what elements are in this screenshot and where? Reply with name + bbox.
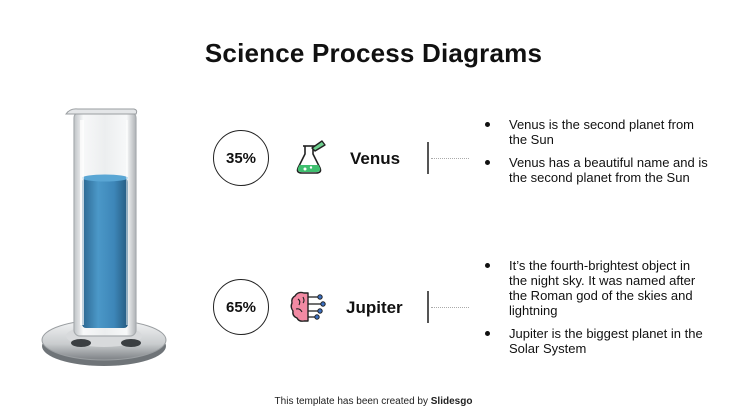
flask-icon [296,140,326,174]
list-item: It’s the fourth-brightest object in the … [483,258,708,318]
page-title: Science Process Diagrams [204,38,543,68]
item-label: Jupiter [346,298,403,317]
venus-bullet-list: Venus is the second planet from the Sun … [483,117,708,193]
dotted-connector [431,158,469,159]
separator-line [427,291,429,323]
jupiter-bullet-list: It’s the fourth-brightest object in the … [483,258,708,364]
brain-circuit-icon [290,291,326,322]
graduated-cylinder-illustration [41,108,167,366]
footer-text: This template has been created by [274,396,428,407]
percent-circle: 35% [213,130,269,186]
list-item: Jupiter is the biggest planet in the Sol… [483,326,708,356]
footer-credit: This template has been created by Slides… [0,396,747,407]
footer-brand: Slidesgo [430,396,473,407]
separator-line [427,142,429,174]
list-item: Venus has a beautiful name and is the se… [483,155,708,185]
percent-circle: 65% [213,279,269,335]
dotted-connector [431,307,469,308]
list-item: Venus is the second planet from the Sun [483,117,708,147]
item-label: Venus [350,149,401,168]
